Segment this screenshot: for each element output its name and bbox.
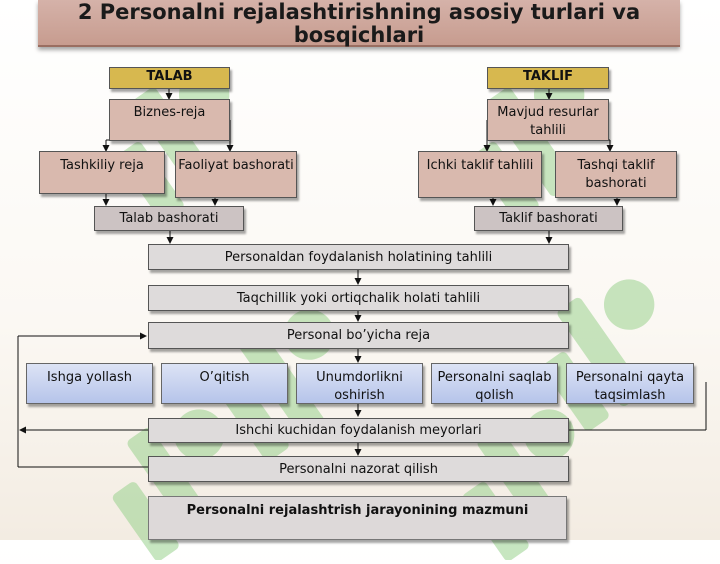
external-supply-box: Tashqi taklif bashorati — [555, 151, 677, 198]
supply-forecast-box: Taklif bashorati — [474, 206, 623, 231]
business-plan-box: Biznes-reja — [109, 99, 230, 141]
activity-forecast-box: Faoliyat bashorati — [175, 151, 297, 198]
usage-criteria-box: Ishchi kuchidan foydalanish meyorlari — [148, 418, 569, 443]
personnel-control-box: Personalni nazorat qilish — [148, 456, 569, 482]
training-box: O’qitish — [161, 363, 288, 404]
process-summary-box: Personalni rejalashtrish jarayonining ma… — [148, 496, 567, 540]
personnel-plan-box: Personal bo’yicha reja — [148, 322, 569, 349]
resources-analysis-box: Mavjud resurlar tahlili — [487, 99, 609, 141]
supply-header: TAKLIF — [487, 67, 609, 89]
shortage-analysis-box: Taqchillik yoki ortiqchalik holati tahli… — [148, 285, 569, 311]
retention-box: Personalni saqlab qolish — [431, 363, 558, 404]
demand-header: TALAB — [109, 67, 230, 89]
page-title: 2 Personalni rejalashtirishning asosiy t… — [38, 0, 680, 47]
hiring-box: Ishga yollash — [26, 363, 153, 404]
redistribution-box: Personalni qayta taqsimlash — [566, 363, 694, 404]
productivity-box: Unumdorlikni oshirish — [296, 363, 423, 404]
org-plan-box: Tashkiliy reja — [39, 151, 165, 194]
internal-supply-box: Ichki taklif tahlili — [418, 151, 542, 198]
usage-analysis-box: Personaldan foydalanish holatining tahli… — [148, 244, 569, 270]
demand-forecast-box: Talab bashorati — [94, 206, 244, 231]
